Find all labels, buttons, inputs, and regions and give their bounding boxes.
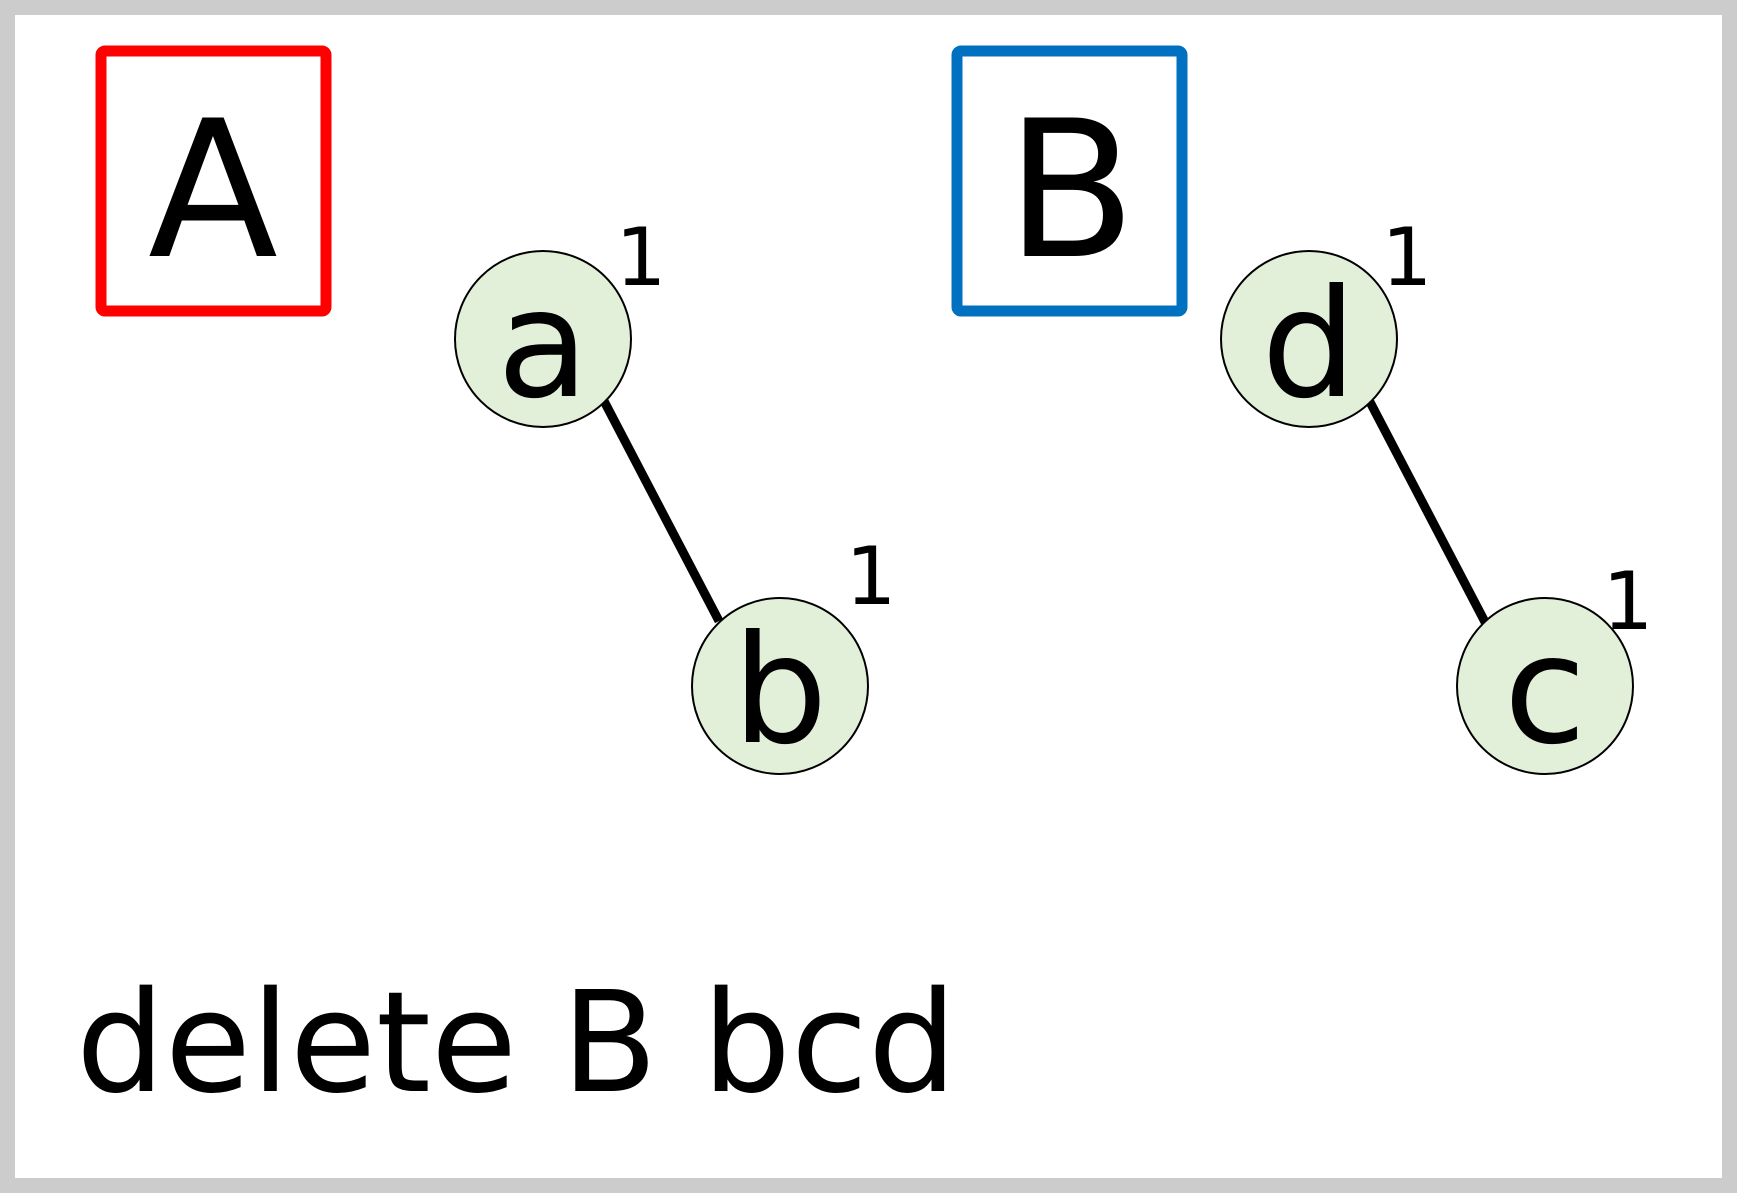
- node-label-d: d: [1261, 258, 1356, 432]
- group-box-b: [951, 45, 1188, 317]
- node-a: [454, 250, 632, 428]
- edge-a-b: [600, 398, 723, 624]
- node-rank-c: 1: [1603, 555, 1654, 648]
- command-text: delete B bcd: [76, 962, 957, 1125]
- group-label-b: B: [1006, 80, 1136, 301]
- node-rank-a: 1: [616, 211, 667, 304]
- node-c: [1456, 597, 1634, 775]
- canvas-background: [15, 15, 1722, 1178]
- node-label-a: a: [497, 258, 589, 432]
- group-label-a: A: [148, 80, 278, 301]
- node-b: [691, 597, 869, 775]
- node-rank-d: 1: [1382, 211, 1433, 304]
- edge-d-c: [1366, 399, 1489, 625]
- node-d: [1220, 250, 1398, 428]
- group-box-a: [95, 45, 332, 317]
- node-label-c: c: [1504, 604, 1586, 778]
- node-label-b: b: [732, 604, 827, 778]
- node-rank-b: 1: [846, 530, 897, 623]
